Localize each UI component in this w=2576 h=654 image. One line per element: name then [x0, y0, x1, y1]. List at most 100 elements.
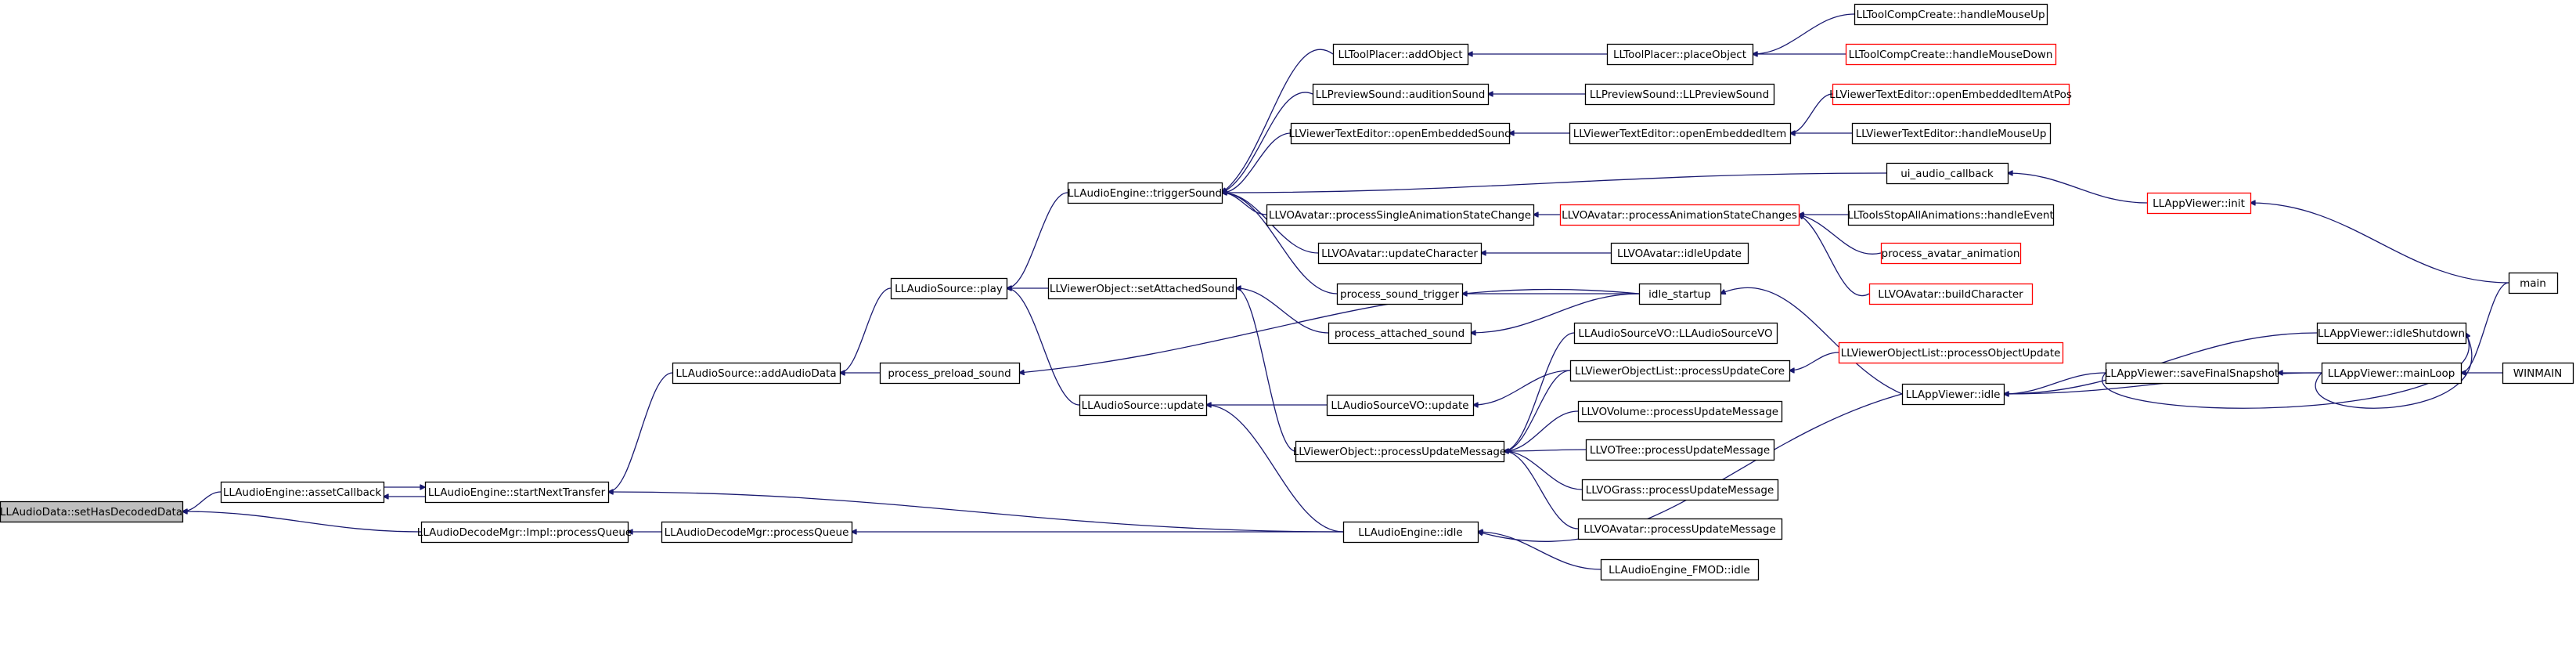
node-box	[1573, 322, 1778, 345]
node-label: WINMAIN	[2513, 367, 2562, 380]
node-objectProcessUpdateMessage[interactable]: LLViewerObject::processUpdateMessage	[1293, 440, 1506, 463]
edge-engineIdle-to-startNextTransfer	[608, 492, 1344, 533]
node-box	[1559, 204, 1800, 226]
node-mainLoop[interactable]: LLAppViewer::mainLoop	[2321, 362, 2463, 385]
node-appViewerIdle[interactable]: LLAppViewer::idle	[1901, 383, 2005, 406]
node-box	[0, 500, 184, 523]
node-addAudioData[interactable]: LLAudioSource::addAudioData	[672, 362, 841, 385]
node-voTree[interactable]: LLVOTree::processUpdateMessage	[1585, 439, 1775, 461]
node-toolPlacerPlaceObject[interactable]: LLToolPlacer::placeObject	[1606, 43, 1754, 66]
edge-sourceUpdate-to-sourcePlay	[1007, 288, 1080, 406]
node-label: LLToolPlacer::placeObject	[1613, 49, 1746, 61]
node-box	[2316, 322, 2467, 345]
node-label: LLAudioEngine_FMOD::idle	[1609, 564, 1750, 576]
node-box	[1326, 394, 1475, 417]
node-voGrass[interactable]: LLVOGrass::processUpdateMessage	[1581, 479, 1779, 501]
node-box	[1606, 43, 1754, 66]
node-compCreateMouseUp[interactable]: LLToolCompCreate::handleMouseUp	[1854, 3, 2048, 26]
node-label: LLAppViewer::idleShutdown	[2318, 327, 2465, 340]
node-objectListProcessUpdateCore[interactable]: LLViewerObjectList::processUpdateCore	[1569, 360, 1791, 382]
node-label: LLAudioEngine::assetCallback	[223, 486, 381, 499]
node-processAnimationStateChanges[interactable]: LLVOAvatar::processAnimationStateChanges	[1559, 204, 1800, 226]
node-box	[1047, 277, 1238, 300]
edge-appViewerInit-to-uiAudioCallback	[2008, 173, 2148, 204]
node-root[interactable]: LLAudioData::setHasDecodedData	[0, 500, 184, 523]
node-box	[1332, 43, 1469, 66]
node-label: LLAudioSource::update	[1082, 399, 1205, 412]
node-box	[1880, 242, 2022, 265]
node-label: LLAppViewer::idle	[1906, 388, 2001, 401]
node-assetCallback[interactable]: LLAudioEngine::assetCallback	[220, 481, 385, 504]
node-label: LLAppViewer::init	[2153, 197, 2245, 210]
node-engineFmodIdle[interactable]: LLAudioEngine_FMOD::idle	[1600, 558, 1760, 581]
node-label: LLViewerObjectList::processObjectUpdate	[1841, 347, 2061, 360]
edge-textEditorOpenEmbeddedSound-to-triggerSound	[1222, 132, 1292, 193]
node-idleShutdown[interactable]: LLAppViewer::idleShutdown	[2316, 322, 2467, 345]
node-label: ui_audio_callback	[1900, 168, 1994, 180]
node-stopAllAnimations[interactable]: LLToolsStopAllAnimations::handleEvent	[1847, 204, 2055, 226]
node-box	[879, 362, 1021, 385]
node-textEditorMouseUp[interactable]: LLViewerTextEditor::handleMouseUp	[1851, 122, 2052, 145]
node-engineIdle[interactable]: LLAudioEngine::idle	[1342, 521, 1479, 544]
node-box	[1886, 162, 2009, 185]
node-voAvatarMsg[interactable]: LLVOAvatar::processUpdateMessage	[1577, 518, 1783, 540]
node-sourcePlay[interactable]: LLAudioSource::play	[890, 277, 1008, 300]
node-label: LLViewerObject::processUpdateMessage	[1293, 446, 1506, 458]
node-box	[1336, 283, 1464, 305]
node-label: LLAudioSource::play	[895, 283, 1003, 295]
node-label: LLAudioEngine::triggerSound	[1068, 187, 1222, 200]
edge-toolPlacerAddObject-to-triggerSound	[1222, 49, 1334, 193]
node-openEmbeddedItemAtPos[interactable]: LLViewerTextEditor::openEmbeddedItemAtPo…	[1829, 83, 2072, 106]
node-box	[1832, 83, 2070, 106]
node-compCreateMouseDown[interactable]: LLToolCompCreate::handleMouseDown	[1845, 43, 2057, 66]
node-label: LLVOAvatar::buildCharacter	[1878, 288, 2023, 301]
node-setAttachedSound[interactable]: LLViewerObject::setAttachedSound	[1047, 277, 1238, 300]
node-saveFinalSnapshot[interactable]: LLAppViewer::saveFinalSnapshot	[2105, 362, 2279, 385]
node-box	[2321, 362, 2463, 385]
node-box	[1290, 122, 1511, 145]
node-implProcessQueue[interactable]: LLAudioDecodeMgr::Impl::processQueue	[417, 521, 632, 544]
node-updateCharacter[interactable]: LLVOAvatar::updateCharacter	[1317, 242, 1483, 265]
node-avatarIdleUpdate[interactable]: LLVOAvatar::idleUpdate	[1610, 242, 1749, 265]
node-label: LLAudioSource::addAudioData	[676, 367, 836, 380]
node-box	[1328, 322, 1472, 345]
node-label: LLVOAvatar::processSingleAnimationStateC…	[1269, 209, 1531, 222]
edge-addAudioData-to-startNextTransfer	[608, 372, 673, 492]
node-winmain[interactable]: WINMAIN	[2502, 362, 2574, 385]
node-buildCharacter[interactable]: LLVOAvatar::buildCharacter	[1868, 283, 2034, 305]
node-sourceVOUpdate[interactable]: LLAudioSourceVO::update	[1326, 394, 1475, 417]
node-label: LLAudioSourceVO::update	[1331, 399, 1468, 412]
edge-idleStartup-to-processAttachedSound	[1471, 293, 1640, 333]
node-label: LLVOAvatar::idleUpdate	[1617, 248, 1742, 260]
node-appViewerInit[interactable]: LLAppViewer::init	[2146, 192, 2252, 215]
node-processSingleAnimation[interactable]: LLVOAvatar::processSingleAnimationStateC…	[1266, 204, 1535, 226]
node-label: LLViewerTextEditor::openEmbeddedSound	[1288, 128, 1511, 140]
node-label: LLViewerTextEditor::handleMouseUp	[1856, 128, 2047, 140]
node-processPreloadSound[interactable]: process_preload_sound	[879, 362, 1021, 385]
node-previewAuditionSound[interactable]: LLPreviewSound::auditionSound	[1312, 83, 1490, 106]
node-label: idle_startup	[1648, 288, 1711, 301]
node-triggerSound[interactable]: LLAudioEngine::triggerSound	[1067, 182, 1223, 204]
node-box	[1569, 360, 1791, 382]
node-idleStartup[interactable]: idle_startup	[1638, 283, 1722, 305]
node-decodeProcessQueue[interactable]: LLAudioDecodeMgr::processQueue	[661, 521, 853, 544]
edge-objectListProcessUpdateCore-to-sourceVOUpdate	[1473, 370, 1571, 405]
node-textEditorOpenEmbeddedSound[interactable]: LLViewerTextEditor::openEmbeddedSound	[1288, 122, 1511, 145]
node-processAvatarAnimation[interactable]: process_avatar_animation	[1880, 242, 2022, 265]
node-sourceUpdate[interactable]: LLAudioSource::update	[1079, 394, 1208, 417]
node-box	[1901, 383, 2005, 406]
node-voVolume[interactable]: LLVOVolume::processUpdateMessage	[1577, 400, 1783, 423]
node-processAttachedSound[interactable]: process_attached_sound	[1328, 322, 1472, 345]
node-toolPlacerAddObject[interactable]: LLToolPlacer::addObject	[1332, 43, 1469, 66]
node-layer: LLAudioData::setHasDecodedDataLLAudioEng…	[0, 3, 2574, 581]
node-uiAudioCallback[interactable]: ui_audio_callback	[1886, 162, 2009, 185]
node-sourceVOCtor[interactable]: LLAudioSourceVO::LLAudioSourceVO	[1573, 322, 1778, 345]
node-processSoundTrigger[interactable]: process_sound_trigger	[1336, 283, 1464, 305]
node-box	[1317, 242, 1483, 265]
node-textEditorOpenEmbeddedItem[interactable]: LLViewerTextEditor::openEmbeddedItem	[1569, 122, 1792, 145]
node-startNextTransfer[interactable]: LLAudioEngine::startNextTransfer	[424, 481, 610, 504]
node-main[interactable]: main	[2508, 272, 2559, 294]
node-objectListProcessObjectUpdate[interactable]: LLViewerObjectList::processObjectUpdate	[1838, 341, 2064, 364]
node-previewSoundCtor[interactable]: LLPreviewSound::LLPreviewSound	[1584, 83, 1775, 106]
